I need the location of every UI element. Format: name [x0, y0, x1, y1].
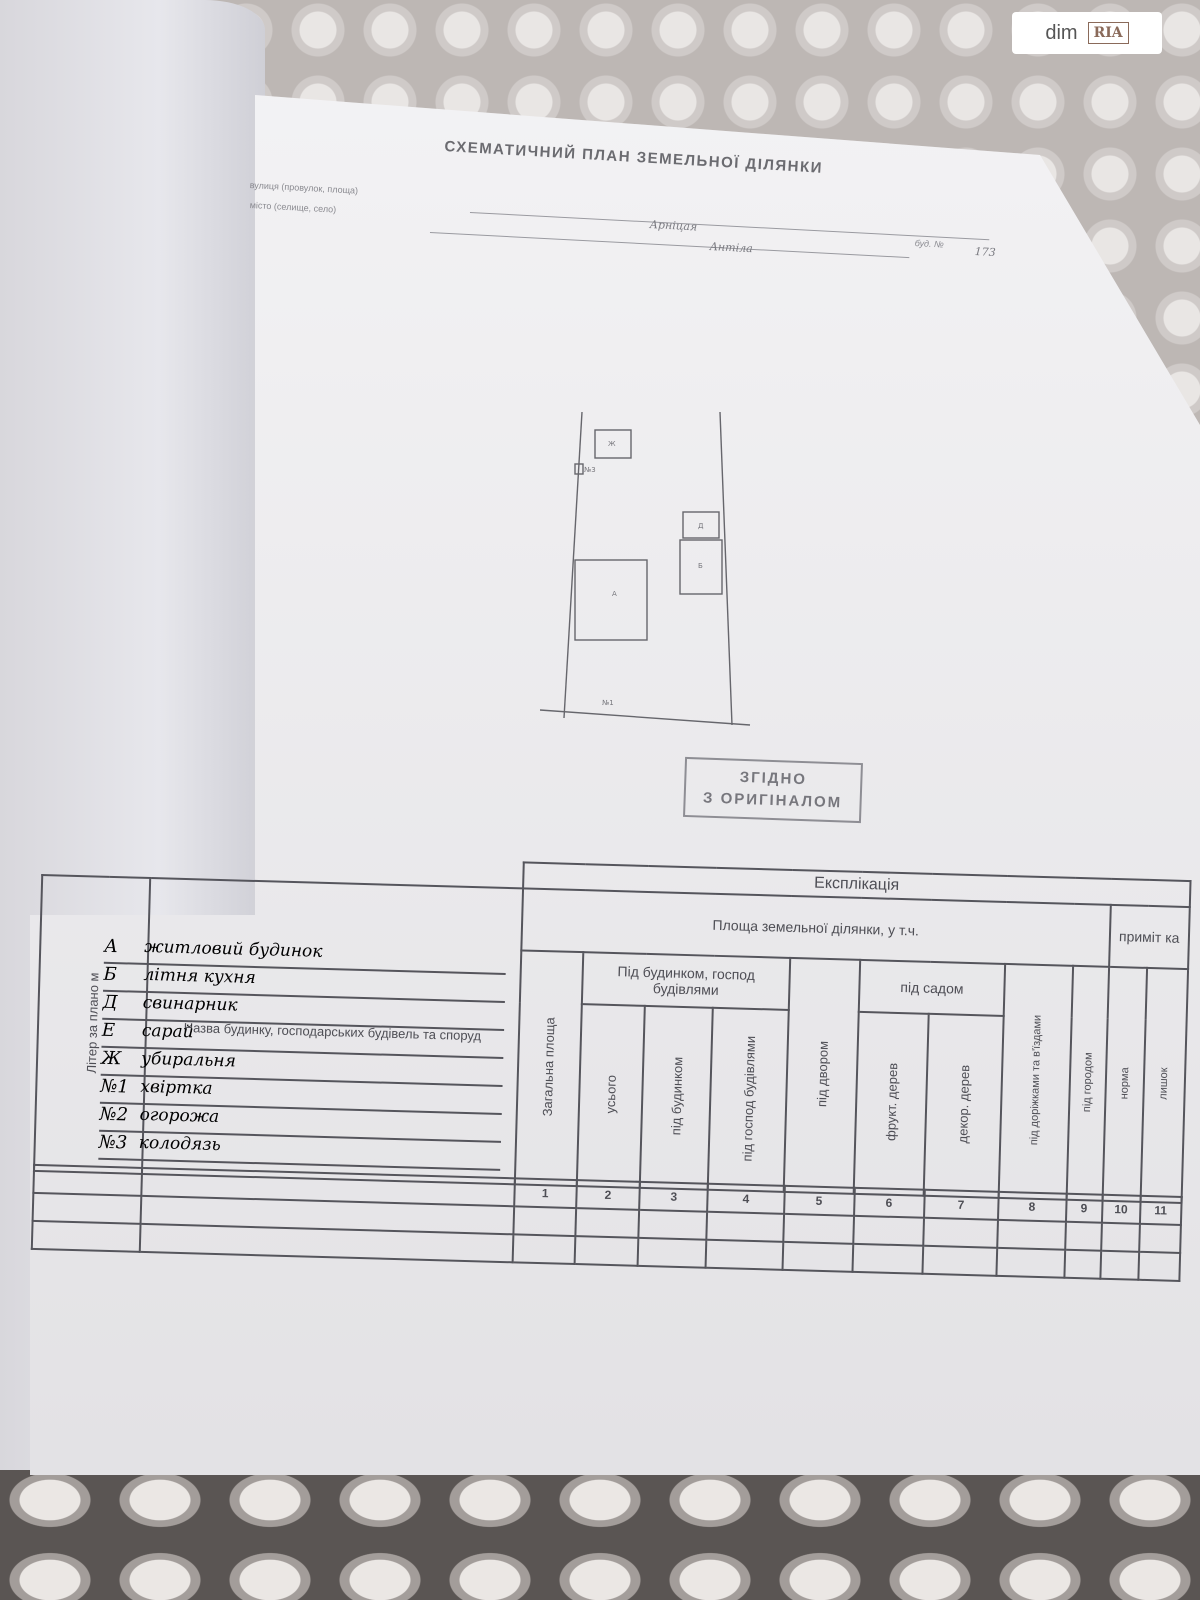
label-d: Д — [698, 522, 704, 530]
tablecloth-bottom — [0, 1460, 1200, 1600]
row-letter: №1 — [100, 1075, 130, 1098]
col-number: 4 — [707, 1183, 785, 1214]
row-letter: №3 — [98, 1131, 128, 1154]
col-number: 6 — [853, 1187, 925, 1218]
col-number: 5 — [783, 1185, 855, 1216]
header-total: Загальна площа — [514, 950, 583, 1187]
row-labels-overlay: А житловий будинок Б літня кухня Д свина… — [98, 935, 507, 1171]
header-all: усього — [576, 1004, 646, 1188]
header-note: приміт ка — [1108, 904, 1190, 970]
certified-copy-stamp: ЗГІДНО З ОРИГІНАЛОМ — [683, 756, 863, 824]
city-value: Антіла — [709, 240, 754, 256]
col-number: 3 — [639, 1181, 709, 1212]
house-label: буд. № — [914, 238, 945, 250]
row-letter: Д — [102, 991, 118, 1014]
header-gosp: під господ будівлями — [708, 1007, 790, 1192]
header-excess: лишок — [1140, 967, 1189, 1203]
logo-ria-text: RIA — [1087, 22, 1129, 44]
logo-dim-text: dim — [1045, 21, 1078, 44]
row-letter: Е — [101, 1019, 116, 1042]
header-norm: норма — [1102, 966, 1147, 1202]
well-marker — [574, 463, 584, 475]
col-number: 2 — [575, 1180, 641, 1210]
row-letter: А — [103, 935, 119, 958]
header-decor: декор. дерев — [924, 1013, 1004, 1198]
label-no1: №1 — [602, 699, 614, 707]
col-number: 11 — [1139, 1195, 1182, 1225]
row-letter: Ж — [100, 1047, 122, 1070]
header-house: під будинком — [640, 1005, 714, 1190]
plot-boundary-left — [563, 411, 583, 719]
row-letter: Б — [103, 963, 118, 986]
building-a — [574, 559, 648, 641]
header-under-buildings: Під будинком, господ будівлями — [581, 952, 791, 1010]
col-number: 8 — [997, 1191, 1067, 1222]
building-zh — [594, 429, 632, 459]
street-value: Арніцая — [649, 218, 698, 234]
plot-boundary-front — [540, 709, 751, 726]
building-d — [682, 511, 720, 539]
label-a: А — [612, 590, 617, 598]
label-zh: Ж — [608, 440, 616, 448]
plot-boundary-right — [719, 411, 733, 726]
dimria-logo[interactable]: dim RIA — [1012, 12, 1162, 54]
site-plan-drawing: Ж А Д Б №3 №1 — [540, 411, 751, 726]
building-b — [679, 539, 723, 595]
col-number: 1 — [513, 1178, 577, 1209]
header-fruit: фрукт. дерев — [854, 1011, 930, 1196]
house-value: 173 — [974, 245, 996, 260]
explication-table-wrapper: Експлікація Літер за плано м Назва будин… — [29, 848, 1191, 1330]
header-garden: під садом — [859, 959, 1005, 1016]
col-number: 10 — [1101, 1194, 1141, 1224]
header-yard: під двором — [784, 957, 861, 1194]
label-b: Б — [698, 562, 703, 570]
col-number: 7 — [923, 1189, 999, 1220]
col-number: 9 — [1065, 1193, 1103, 1223]
label-no3: №3 — [584, 466, 596, 474]
row-letter: №2 — [99, 1103, 129, 1126]
stamp-line-2: З ОРИГІНАЛОМ — [702, 789, 843, 812]
header-roads: під доріжками та в'їздами — [998, 963, 1073, 1200]
